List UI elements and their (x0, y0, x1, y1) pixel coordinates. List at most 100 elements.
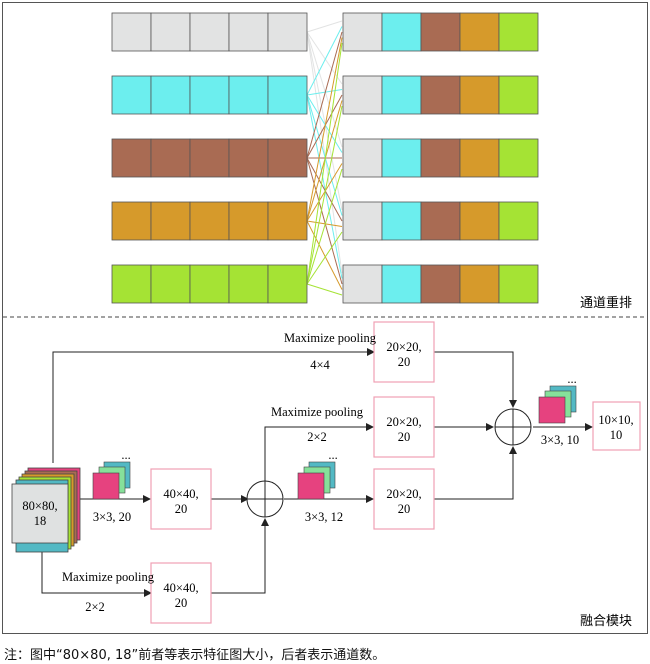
node-mid1-channels: 20 (175, 502, 188, 516)
channel-cell-cyan (267, 75, 308, 115)
shuffle-line-cyan (306, 26, 343, 96)
channel-cell-orange (189, 201, 230, 241)
channel-cell-gray (228, 12, 269, 52)
node-lower-channels: 20 (398, 502, 411, 516)
channel-cell-cyan (111, 75, 152, 115)
pool-mid-size-label: 2×2 (307, 430, 327, 444)
channel-cell-green (267, 264, 308, 304)
node-center-channels: 20 (398, 430, 411, 444)
shuffle-line-brown (306, 157, 343, 222)
shuffle-line-gray (306, 20, 343, 33)
node-lower-size: 20×20, (386, 487, 421, 501)
node-output: 10×10, 10 (592, 401, 641, 451)
channel-cell-orange (111, 201, 152, 241)
shuffle-line-gray (306, 31, 343, 274)
pool-bottom-label: Maximize pooling (62, 570, 155, 584)
shuffled-cell-brown (420, 264, 461, 304)
shuffled-cell-cyan (381, 201, 422, 241)
shuffled-cell-cyan (381, 264, 422, 304)
figure-frame (2, 2, 648, 634)
node-top: 20×20, 20 (373, 321, 435, 383)
add-operator-1 (246, 480, 284, 518)
shuffle-line-orange (306, 163, 343, 222)
channel-cell-cyan (228, 75, 269, 115)
figure-note: 注：图中“80×80, 18”前者等表示特征图大小，后者表示通道数。 (4, 648, 386, 663)
channel-cell-green (111, 264, 152, 304)
shuffled-cell-gray (342, 12, 383, 52)
shuffled-cell-green (498, 264, 539, 304)
channel-cell-green (150, 264, 191, 304)
conv-kernel-icon-1: ... (92, 448, 131, 500)
pool-bottom-size-label: 2×2 (85, 600, 105, 614)
shuffled-cell-brown (420, 75, 461, 115)
node-top-size: 20×20, (386, 340, 421, 354)
channel-cell-brown (189, 138, 230, 178)
channel-cell-gray (267, 12, 308, 52)
diagram: 通道重排 80×80, 18 (3, 12, 647, 629)
shuffled-cell-gray (342, 201, 383, 241)
input-channels-label: 18 (34, 514, 47, 528)
conv-label-2: 3×3, 12 (305, 510, 343, 524)
shuffle-line-cyan (306, 89, 343, 96)
node-output-channels: 10 (610, 428, 623, 442)
node-top-channels: 20 (398, 355, 411, 369)
channel-cell-orange (228, 201, 269, 241)
shuffle-line-green (306, 231, 343, 285)
channel-cell-cyan (189, 75, 230, 115)
shuffle-line-green (306, 42, 343, 285)
shuffled-cell-brown (420, 138, 461, 178)
shuffle-line-cyan (306, 94, 343, 216)
channel-cell-orange (150, 201, 191, 241)
conv-kernel-icon-3: ... (538, 372, 577, 424)
shuffled-cell-green (498, 201, 539, 241)
shuffled-cell-cyan (381, 75, 422, 115)
channel-cell-green (189, 264, 230, 304)
shuffle-line-green (306, 283, 343, 296)
channel-cell-orange (267, 201, 308, 241)
node-mid1: 40×40, 20 (150, 468, 212, 530)
channel-cell-gray (150, 12, 191, 52)
fusion-section-label: 融合模块 (580, 614, 632, 629)
shuffled-cell-gray (342, 264, 383, 304)
shuffle-line-orange (306, 37, 343, 222)
channel-cell-brown (150, 138, 191, 178)
fusion-connections (41, 348, 593, 597)
input-size-label: 80×80, (22, 499, 57, 513)
shuffled-cell-orange (459, 75, 500, 115)
node-mid2-channels: 20 (175, 596, 188, 610)
channel-cell-cyan (150, 75, 191, 115)
node-mid2: 40×40, 20 (150, 562, 212, 624)
node-mid1-size: 40×40, (163, 487, 198, 501)
shuffled-cell-cyan (381, 138, 422, 178)
node-mid2-size: 40×40, (163, 581, 198, 595)
shuffle-line-gray (306, 31, 343, 211)
node-lower: 20×20, 20 (373, 468, 435, 530)
shuffle-line-gray (306, 31, 343, 148)
shuffled-cell-green (498, 12, 539, 52)
conv-label-1: 3×3, 20 (93, 510, 131, 524)
channel-cell-gray (111, 12, 152, 52)
shuffled-channel-groups (342, 12, 539, 304)
pool-top-size-label: 4×4 (310, 358, 330, 372)
conv-kernel-ellipsis-3: ... (567, 372, 576, 386)
shuffled-cell-green (498, 75, 539, 115)
shuffle-section-label: 通道重排 (580, 295, 632, 311)
pool-top-label: Maximize pooling (284, 331, 377, 345)
shuffled-cell-brown (420, 12, 461, 52)
channel-cell-gray (189, 12, 230, 52)
add-operator-2 (494, 408, 532, 446)
node-output-size: 10×10, (598, 413, 633, 427)
input-feature-stack: 80×80, 18 (11, 467, 81, 553)
shuffle-line-brown (306, 94, 343, 159)
shuffled-cell-cyan (381, 12, 422, 52)
shuffled-cell-gray (342, 75, 383, 115)
shuffle-line-brown (306, 157, 343, 285)
shuffle-line-cyan (306, 94, 343, 279)
shuffled-cell-gray (342, 138, 383, 178)
conv-kernel-ellipsis-2: ... (328, 448, 337, 462)
shuffled-cell-orange (459, 201, 500, 241)
channel-cell-brown (111, 138, 152, 178)
shuffled-cell-green (498, 138, 539, 178)
node-center-size: 20×20, (386, 415, 421, 429)
channel-cell-brown (228, 138, 269, 178)
